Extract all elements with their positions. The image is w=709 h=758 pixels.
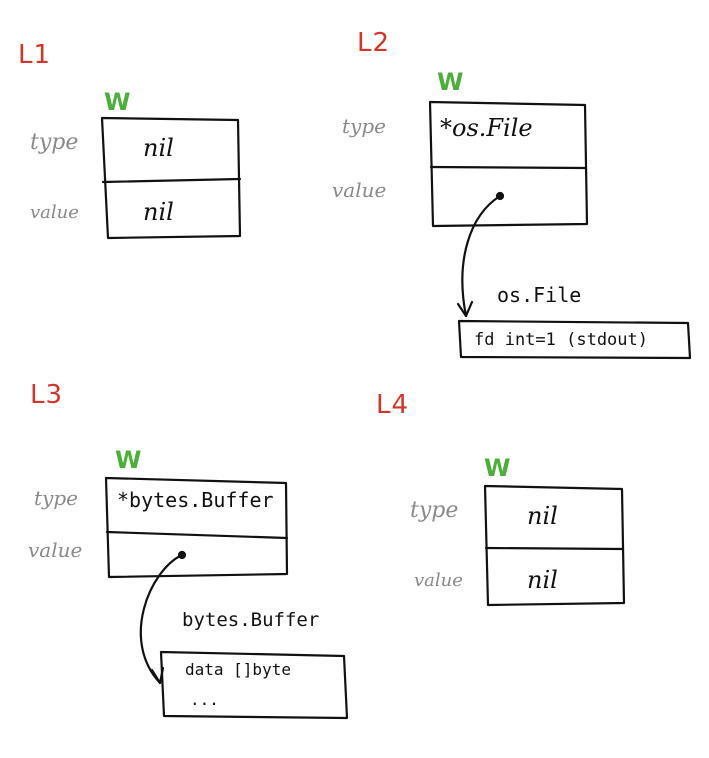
l2-value-row-label: value <box>332 178 387 202</box>
l1-value-cell: nil <box>143 198 174 226</box>
l2-line-label: L2 <box>357 28 391 58</box>
l3-target-type-label: bytes.Buffer <box>182 609 320 631</box>
l2-type-cell: *os.File <box>440 114 533 142</box>
l3-pointer-arrow <box>139 550 187 685</box>
l3-target-field-ellipsis: ... <box>190 690 219 709</box>
l4-interface-box <box>483 484 626 607</box>
l4-value-row-label: value <box>414 570 463 591</box>
l2-pointer-arrow <box>456 191 505 318</box>
l4-type-cell: nil <box>527 502 558 530</box>
l3-value-row-label: value <box>28 538 83 562</box>
l2-target-fields: fd int=1 (stdout) <box>474 330 648 350</box>
l3-variable-label: W <box>115 446 142 474</box>
l3-line-label: L3 <box>30 380 64 410</box>
l1-interface-box <box>100 116 242 240</box>
l3-target-box <box>159 650 349 720</box>
l2-type-row-label: type <box>342 114 386 138</box>
l1-variable-label: W <box>104 88 131 116</box>
l4-variable-label: W <box>484 454 511 482</box>
l3-type-row-label: type <box>34 486 78 510</box>
l2-interface-box <box>428 100 589 228</box>
l2-variable-label: W <box>437 68 464 96</box>
l4-type-row-label: type <box>410 498 459 523</box>
l2-target-type-label: os.File <box>497 283 582 307</box>
l3-target-field-data: data []byte <box>185 660 291 679</box>
l1-type-row-label: type <box>30 130 79 155</box>
l1-type-cell: nil <box>143 134 174 162</box>
l4-line-label: L4 <box>376 390 410 420</box>
l2-target-box <box>457 319 692 360</box>
l3-type-cell: *bytes.Buffer <box>117 488 274 512</box>
l1-line-label: L1 <box>18 40 52 70</box>
l1-value-row-label: value <box>30 202 79 223</box>
l4-value-cell: nil <box>527 566 558 594</box>
l3-interface-box <box>104 476 289 579</box>
